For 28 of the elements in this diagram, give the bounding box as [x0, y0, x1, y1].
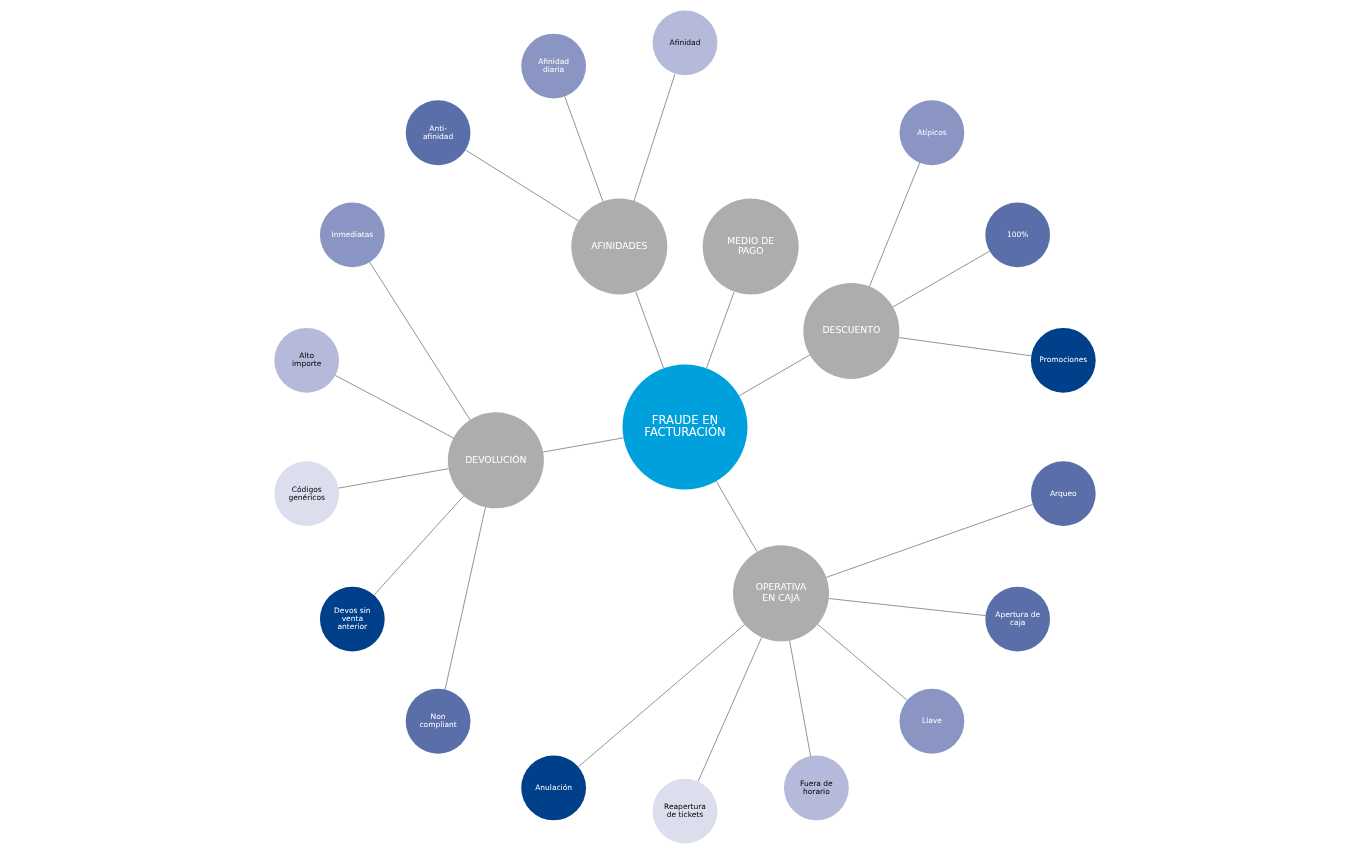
connector [716, 480, 758, 552]
connector [697, 637, 762, 782]
connector [444, 507, 486, 690]
node-circle: OPERATIVA EN CAJA [733, 545, 830, 642]
connector [789, 640, 811, 757]
connector [564, 96, 604, 202]
node-circle: AFINIDADES [571, 198, 668, 295]
connector [335, 375, 454, 439]
connector [578, 624, 745, 768]
connector [738, 354, 810, 396]
connector [826, 504, 1033, 578]
connector [635, 291, 664, 369]
node-circle: MEDIO DE PAGO [702, 198, 799, 295]
connector [369, 262, 471, 421]
connector [633, 73, 676, 202]
connector [373, 495, 464, 596]
connector [706, 291, 735, 369]
node-circle: FRAUDE EN FACTURACIÓN [622, 364, 748, 490]
connector [828, 598, 986, 616]
node-circle: DESCUENTO [803, 282, 900, 379]
connector [465, 149, 579, 222]
connector [898, 337, 1032, 357]
connector [892, 250, 990, 308]
node-circle: DEVOLUCIÓN [447, 412, 544, 509]
connector [542, 437, 624, 453]
connector [869, 162, 920, 287]
connector [338, 468, 449, 489]
connector [817, 624, 908, 701]
